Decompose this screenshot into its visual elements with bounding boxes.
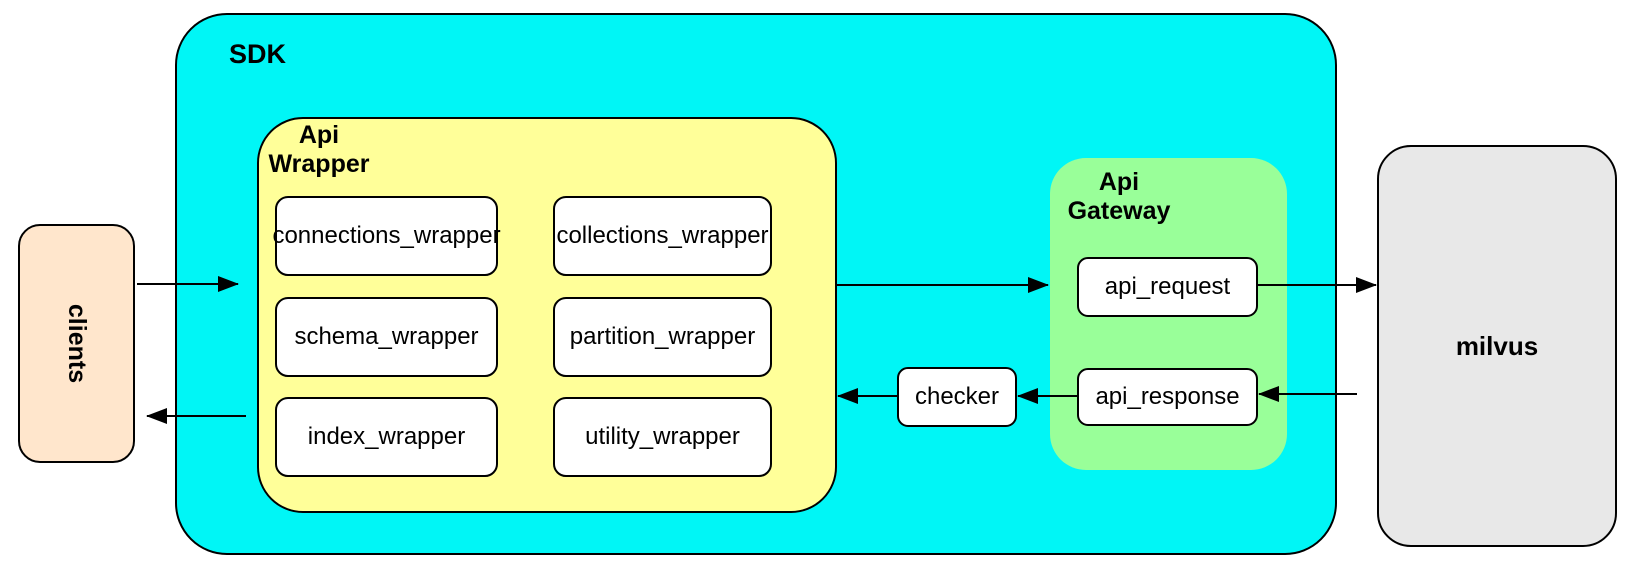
arrowhead-left-icon [837, 388, 858, 404]
arrow-shaft [147, 415, 246, 417]
arrowhead-right-icon [1028, 277, 1049, 293]
arrowhead-right-icon [1356, 277, 1377, 293]
arrowhead-left-icon [146, 408, 167, 424]
arrow-shaft [137, 283, 238, 285]
node-api-request: api_request [1077, 257, 1258, 317]
arrow-shaft [1018, 395, 1077, 397]
node-milvus: milvus [1377, 145, 1617, 547]
node-utility-wrapper: utility_wrapper [553, 397, 772, 477]
arrow-shaft [838, 395, 897, 397]
node-connections-wrapper: connections_wrapper [272, 196, 501, 276]
node-collections-wrapper: collections_wrapper [553, 196, 772, 276]
arrow-shaft [1257, 284, 1376, 286]
clients-label: clients [62, 303, 91, 384]
node-checker: checker [897, 367, 1017, 427]
arrowhead-right-icon [218, 276, 239, 292]
node-schema-wrapper: schema_wrapper [275, 297, 498, 377]
arrowhead-left-icon [1258, 386, 1279, 402]
api-gateway-label: Api Gateway [1067, 168, 1171, 225]
api-wrapper-label: Api Wrapper [268, 121, 370, 178]
arrowhead-left-icon [1017, 388, 1038, 404]
node-partition-wrapper: partition_wrapper [553, 297, 772, 377]
node-api-response: api_response [1077, 368, 1258, 426]
sdk-label: SDK [229, 39, 287, 69]
node-clients: clients [18, 224, 135, 463]
node-index-wrapper: index_wrapper [275, 397, 498, 477]
arrow-shaft [1259, 393, 1357, 395]
arrow-shaft [836, 284, 1048, 286]
